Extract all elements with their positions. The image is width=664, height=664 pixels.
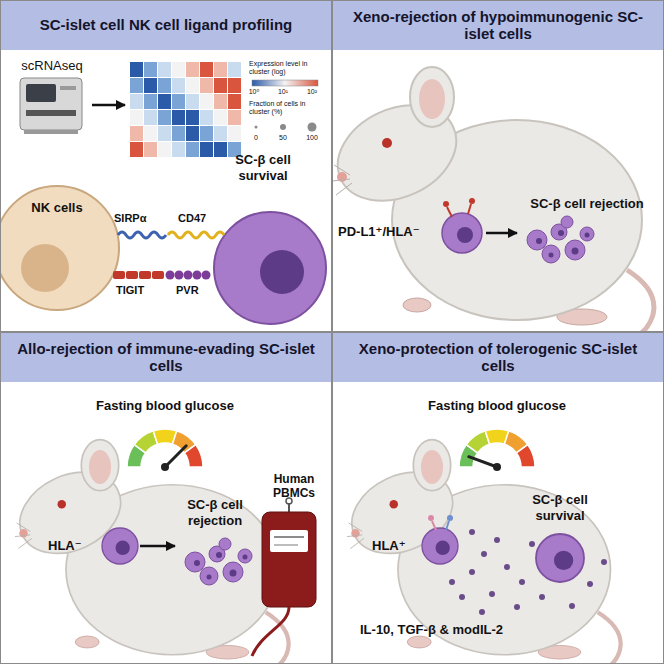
scale-tick: 50 xyxy=(273,134,293,142)
cell-circle: SC-β cell survival xyxy=(196,152,330,324)
color-scale-bar xyxy=(252,80,318,86)
tigit-receptor xyxy=(113,271,164,279)
node-text: HLA⁻ xyxy=(48,538,98,554)
panel-header: Xeno-rejection of hypoimmunogenic SC-isl… xyxy=(332,0,664,50)
molecule-label: SIRPα xyxy=(114,212,166,225)
arrow-connector xyxy=(92,104,125,107)
rejected-cells xyxy=(185,538,252,585)
panel-title: SC-islet cell NK cell ligand profiling xyxy=(40,16,293,33)
panel: Allo-rejection of immune-evading SC-isle… xyxy=(0,332,332,664)
surviving-cell xyxy=(536,534,584,582)
molecule-label: CD47 xyxy=(178,212,222,225)
molecule-label: PVR xyxy=(176,284,216,297)
panel: Xeno-rejection of hypoimmunogenic SC-isl… xyxy=(332,0,664,332)
panel-header: SC-islet cell NK cell ligand profiling xyxy=(0,0,332,50)
cytokine-dots xyxy=(449,529,607,615)
arrow-connector xyxy=(486,232,517,235)
fraction-dots xyxy=(255,123,317,132)
node-text: Expression level in cluster (log) xyxy=(249,60,327,77)
mouse xyxy=(7,440,289,664)
node-text: SC-β cell survival xyxy=(218,152,308,183)
sc-islet-cell xyxy=(102,528,138,564)
surviving-cell: SC-β cell survival xyxy=(510,492,610,592)
instrument-box: scRNAseq xyxy=(12,58,92,136)
node-text: SC-β cell survival xyxy=(520,492,600,523)
node-text: SC-β cell rejection xyxy=(175,497,255,528)
sc-islet-cell xyxy=(422,528,458,564)
pbmc-bag xyxy=(252,498,316,656)
panel: SC-islet cell NK cell ligand profiling sc… xyxy=(0,0,332,332)
rejected-cells xyxy=(527,216,594,263)
panel: Xeno-protection of tolerogenic SC-islet … xyxy=(332,332,664,664)
scale-tick: 100 xyxy=(302,134,322,142)
graft-cell: HLA⁺ xyxy=(372,532,482,562)
node-text: SC-β cell rejection xyxy=(517,196,657,212)
scale-tick: 10² xyxy=(302,88,322,96)
panel-title: Allo-rejection of immune-evading SC-isle… xyxy=(16,340,316,375)
panel-header: Allo-rejection of immune-evading SC-isle… xyxy=(0,332,332,382)
scale-tick: 10¹ xyxy=(273,88,293,96)
gauge-needle xyxy=(161,446,186,471)
sirpa-receptor xyxy=(118,232,166,238)
beta-cell xyxy=(214,212,326,324)
node-text: HLA⁺ xyxy=(372,538,422,554)
mouse xyxy=(339,440,621,664)
gauge-title: Fasting blood glucose xyxy=(412,398,582,414)
cell-circle: NK cells xyxy=(0,178,118,308)
pd-l1-symbol xyxy=(443,198,475,217)
nk-cell xyxy=(0,186,119,310)
hla-symbol xyxy=(428,515,453,530)
heatmap-box: Expression level in cluster (log) Fractio… xyxy=(125,58,330,163)
panel-headers xyxy=(0,0,664,382)
sequencer-icon xyxy=(20,78,82,134)
heatmap xyxy=(130,62,241,157)
glucose-gauge xyxy=(459,429,535,467)
node-text: scRNAseq xyxy=(12,58,92,74)
panel-title: Xeno-protection of tolerogenic SC-islet … xyxy=(348,340,648,375)
cytokine-label: IL-10, TGF-β & modIL-2 xyxy=(360,622,600,638)
graft-cell: HLA⁻ xyxy=(48,532,140,562)
panel-title: Xeno-rejection of hypoimmunogenic SC-isl… xyxy=(348,8,648,43)
rejected-cells: SC-β cell rejection xyxy=(175,497,255,592)
scale-tick: 0 xyxy=(246,134,266,142)
arrow-connector xyxy=(140,545,175,548)
gauge-needle xyxy=(469,457,501,471)
molecule-label: TIGIT xyxy=(116,284,160,297)
gauge-title: Fasting blood glucose xyxy=(80,398,250,414)
pvr-ligand xyxy=(166,271,211,280)
blood-bag: Human PBMCs xyxy=(258,472,330,642)
panel-header: Xeno-protection of tolerogenic SC-islet … xyxy=(332,332,664,382)
node-text: Human PBMCs xyxy=(258,472,330,501)
cd47-ligand xyxy=(168,232,224,238)
node-text: Fraction of cells in cluster (%) xyxy=(249,100,327,117)
rejected-cells: SC-β cell rejection xyxy=(517,196,657,276)
graft-cell: PD-L1⁺/HLA⁻ xyxy=(338,218,486,248)
scale-tick: 10⁰ xyxy=(244,88,264,96)
node-text: PD-L1⁺/HLA⁻ xyxy=(338,224,438,240)
glucose-gauge xyxy=(127,429,203,467)
node-text: NK cells xyxy=(0,200,114,216)
sc-islet-cell xyxy=(442,213,482,253)
